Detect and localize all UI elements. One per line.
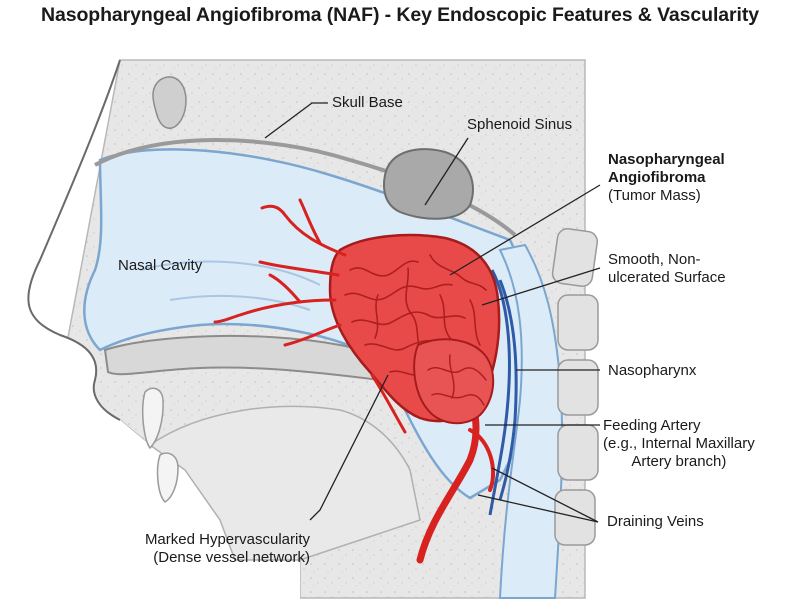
- label-tumor-line1: Nasopharyngeal: [608, 151, 725, 168]
- label-surface-line1: Smooth, Non-: [608, 251, 701, 268]
- leader-vein-1: [491, 467, 599, 523]
- nose-outline: [27, 59, 121, 421]
- label-artery-line3: Artery branch): [631, 453, 727, 470]
- label-artery-line2: (e.g., Internal Maxillary: [603, 435, 755, 452]
- label-sphenoid-sinus: Sphenoid Sinus: [467, 116, 573, 133]
- label-hyper-line1: Marked Hypervascularity: [144, 531, 310, 548]
- label-draining-veins: Draining Veins: [607, 513, 704, 530]
- leader-skull-base: [264, 102, 328, 139]
- face-profile: [0, 60, 300, 600]
- label-hyper-line2: (Dense vessel network): [153, 549, 310, 566]
- leader-lines: [264, 102, 601, 523]
- draining-veins: [488, 269, 518, 516]
- label-tumor-line2: Angiofibroma: [608, 169, 706, 186]
- diagram-title: Nasopharyngeal Angiofibroma (NAF) - Key …: [41, 4, 759, 26]
- label-surface-line2: ulcerated Surface: [608, 269, 726, 286]
- lower-tooth: [156, 452, 179, 503]
- tumor-vessels: [213, 198, 407, 434]
- leader-sphenoid: [424, 137, 469, 206]
- leader-vein-2: [477, 494, 599, 523]
- sphenoid-sinus: [382, 148, 474, 220]
- label-artery-line1: Feeding Artery: [603, 417, 701, 434]
- label-tumor-mass: Nasopharyngeal Angiofibroma (Tumor Mass): [608, 151, 725, 205]
- label-feeding-artery: Feeding Artery (e.g., Internal Maxillary…: [603, 417, 755, 471]
- leader-hypervasc: [309, 374, 389, 521]
- label-nasopharynx: Nasopharynx: [608, 362, 697, 379]
- label-nasal-cavity: Nasal Cavity: [118, 257, 203, 274]
- leader-tumor: [449, 184, 601, 276]
- leader-surface: [481, 267, 601, 306]
- label-tumor-line3: (Tumor Mass): [608, 187, 701, 204]
- nasopharynx-airway: [498, 243, 564, 599]
- cervical-spine: [551, 228, 599, 546]
- upper-tooth: [142, 387, 164, 450]
- label-skull-base: Skull Base: [332, 94, 403, 111]
- label-surface: Smooth, Non- ulcerated Surface: [608, 251, 726, 287]
- label-hypervascularity: Marked Hypervascularity (Dense vessel ne…: [100, 531, 310, 567]
